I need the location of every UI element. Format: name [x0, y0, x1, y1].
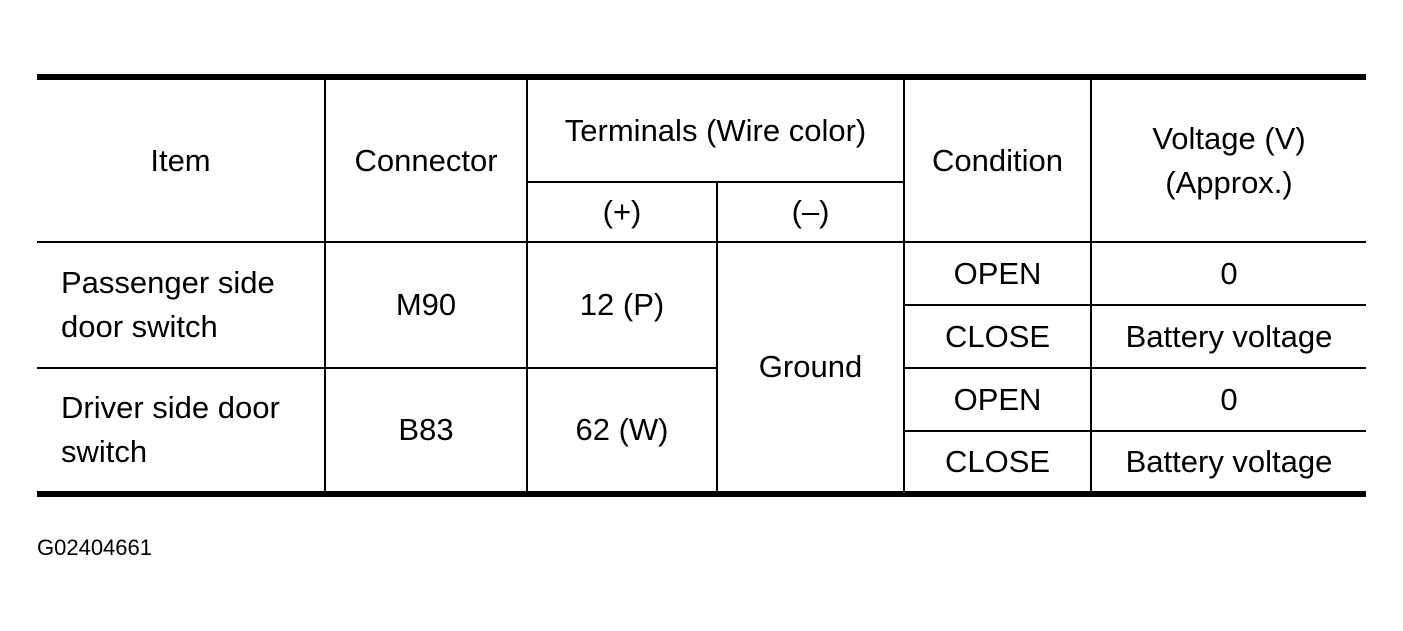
header-condition: Condition [903, 77, 1093, 243]
subheader-row: (+) (–) [37, 181, 1366, 243]
header-connector: Connector [324, 77, 528, 243]
table-row: CLOSE Battery voltage [37, 430, 1367, 494]
terminal-plus-cell: 62 (W) [526, 367, 718, 495]
header-voltage: Voltage (V) (Approx.) [1090, 77, 1367, 243]
door-switch-voltage-table: Item Connector Terminals (Wire color) Co… [37, 74, 1367, 497]
terminal-minus-cell: Ground [715, 241, 906, 495]
header-item: Item [37, 77, 326, 243]
terminal-plus-cell: 12 (P) [526, 241, 718, 369]
condition-cell: CLOSE [904, 304, 1093, 369]
voltage-cell: 0 [1090, 241, 1367, 306]
connector-cell: B83 [324, 367, 528, 495]
header-row: Item Connector Terminals (Wire color) Co… [37, 77, 1367, 243]
condition-cell: OPEN [903, 367, 1093, 432]
table-row: Passenger side door switch M90 12 (P) Gr… [37, 241, 1367, 495]
item-cell: Passenger side door switch [37, 241, 326, 369]
voltage-cell: Battery voltage [1090, 304, 1367, 369]
table-row: CLOSE Battery voltage [37, 304, 1367, 369]
header-terminals: Terminals (Wire color) [525, 77, 906, 183]
voltage-cell: 0 [1090, 367, 1367, 432]
item-cell: Driver side door switch [37, 367, 326, 495]
header-terminal-plus: (+) [527, 181, 718, 243]
table-row: Driver side door switch B83 62 (W) OPEN … [37, 367, 1367, 495]
connector-cell: M90 [324, 241, 528, 369]
condition-cell: CLOSE [904, 430, 1093, 494]
voltage-cell: Battery voltage [1090, 430, 1367, 494]
figure-code: G02404661 [37, 535, 152, 560]
condition-cell: OPEN [903, 241, 1093, 306]
header-terminal-minus: (–) [715, 181, 906, 243]
